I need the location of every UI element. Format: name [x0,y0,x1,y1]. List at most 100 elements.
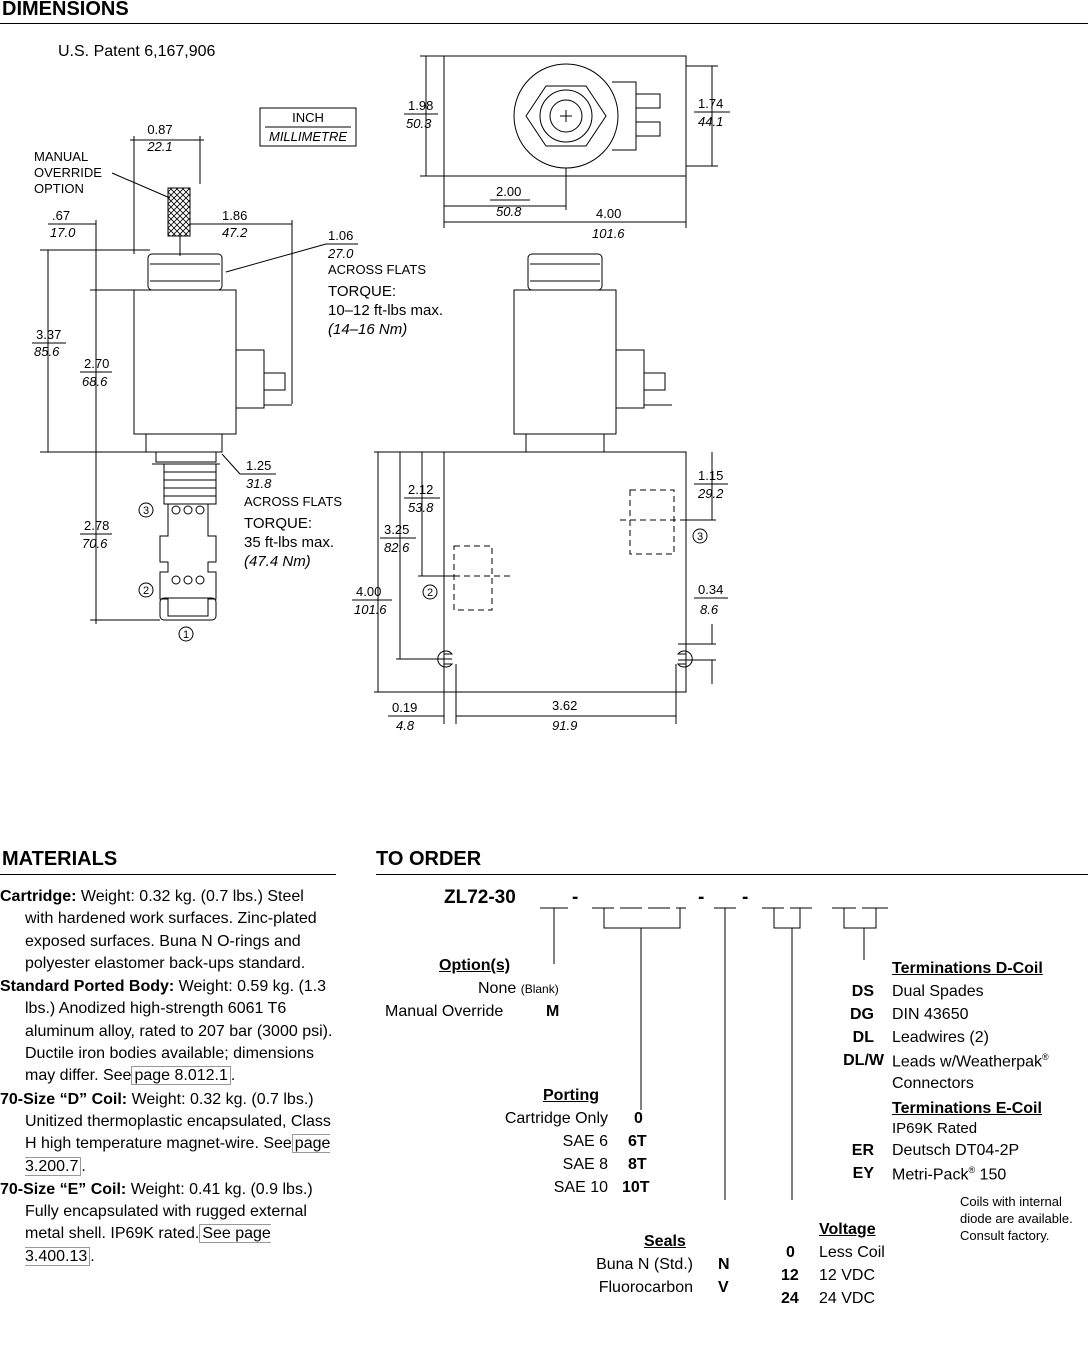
material-d-coil: 70-Size “D” Coil: Weight: 0.32 kg. (0.7 … [0,1090,331,1176]
page-link[interactable]: See page 3.400.13 [25,1224,271,1266]
material-cartridge: Cartridge: Weight: 0.32 kg. (0.7 lbs.) S… [0,886,336,975]
termination-code: DS [851,983,874,1000]
dimension-drawing: U.S. Patent 6,167,906 INCH MILLIMETRE 0.… [32,43,730,733]
patent-text: U.S. Patent 6,167,906 [58,43,216,60]
material-text: Weight: 0.32 kg. (0.7 lbs.) Steel with h… [25,888,317,972]
separator: - [698,887,705,908]
voltage-heading: Voltage [819,1221,876,1238]
divider [0,23,1088,24]
porting-heading: Porting [543,1087,599,1104]
dimensions-title: DIMENSIONS [2,0,129,20]
order-code-diagram [540,907,888,1200]
order-title: TO ORDER [376,848,482,870]
valve-side-view [133,187,292,621]
porting-code: 6T [628,1133,647,1150]
port-marker [692,528,708,544]
page-link[interactable]: page 3.200.7 [25,1134,331,1176]
dim-value: 50.8 [496,204,522,219]
termination-text: Metri-Pack [892,1166,969,1184]
separator: - [572,887,579,908]
termination-label: Leadwires (2) [892,1029,989,1046]
option-none: None [478,980,517,997]
dim-value: 27.0 [327,246,354,261]
dim-value: 0.19 [392,700,417,715]
dim-value: 1.74 [698,96,723,111]
option-label: None (Blank) [478,980,559,998]
dim-note: 35 ft-lbs max. [244,534,334,551]
porting-code: 8T [628,1156,647,1173]
terminations-e-heading: Terminations E-Coil [892,1100,1042,1117]
dim-note: 10–12 ft-lbs max. [328,302,443,319]
dim-value: 29.2 [697,486,724,501]
valve-top-view [443,55,687,177]
dim-note: (14–16 Nm) [328,321,407,338]
registered-mark: ® [968,1165,976,1175]
divider [376,874,1088,875]
dim-value: 1.06 [328,228,353,243]
voltage-code: 24 [781,1290,799,1307]
voltage-code: 0 [786,1244,795,1261]
material-label: 70-Size “E” Coil: [0,1180,127,1198]
termination-label: DIN 43650 [892,1006,969,1023]
material-label: Standard Ported Body: [0,978,175,996]
voltage-label: 12 VDC [819,1267,876,1284]
dim-value: 2.00 [496,184,521,199]
dim-value: 3.37 [36,327,61,342]
termination-label: Leads w/Weatherpak® [892,1052,1049,1071]
port-marker [138,582,154,598]
port-label: 2 [143,585,149,597]
option-code: (Blank) [520,982,559,996]
divider [0,874,336,875]
dim-value: 2.70 [84,356,109,371]
note-line: Consult factory. [960,1228,1050,1243]
dim-note: TORQUE: [328,283,396,300]
dim-value: 2.12 [408,482,433,497]
dim-note: ACROSS FLATS [328,262,426,277]
termination-text: Leads w/Weatherpak [892,1053,1043,1071]
dim-value: 8.6 [700,602,719,617]
dim-value: 70.6 [82,536,108,551]
port-marker [138,502,154,518]
termination-label: Connectors [892,1075,974,1092]
termination-code: EY [852,1165,874,1182]
model-code: ZL72-30 [444,887,516,908]
manual-override-label: OVERRIDE [34,165,102,180]
termination-code: ER [851,1142,874,1159]
material-e-coil: 70-Size “E” Coil: Weight: 0.41 kg. (0.9 … [0,1180,313,1266]
porting-code: 10T [622,1179,650,1196]
seals-heading: Seals [644,1233,686,1250]
voltage-label: Less Coil [819,1244,885,1261]
port-label: 1 [183,629,189,641]
dim-value: 1.98 [408,98,433,113]
dim-value: 68.6 [82,374,108,389]
dim-value: 3.25 [384,522,409,537]
dim-value: 17.0 [50,225,76,240]
manual-override-label: MANUAL [34,149,88,164]
legend-inch: INCH [292,110,324,125]
seal-label: Fluorocarbon [598,1279,693,1296]
seal-label: Buna N (Std.) [596,1256,693,1273]
dim-value: 53.8 [408,500,434,515]
dim-value: 47.2 [222,225,248,240]
dim-value: 101.6 [354,602,387,617]
port-label: 3 [697,531,703,543]
legend-mm: MILLIMETRE [269,129,347,144]
option-label: Manual Override [385,1003,504,1020]
porting-label: SAE 6 [562,1133,608,1150]
material-label: Cartridge: [0,888,77,905]
material-text: Weight: 0.59 kg. (1.3 lbs.) Anodized hig… [25,978,333,1085]
dim-value: 91.9 [552,718,577,733]
termination-label: Dual Spades [892,983,984,1000]
port-label: 2 [427,587,433,599]
dim-value: 4.8 [396,718,415,733]
option-code: M [546,1003,560,1020]
option-heading: Option(s) [439,957,511,974]
dim-value: 31.8 [246,476,272,491]
materials-section: Cartridge: Weight: 0.32 kg. (0.7 lbs.) S… [0,886,336,1269]
port-label: 3 [143,505,149,517]
separator: - [742,887,749,908]
dim-value: 4.00 [596,206,621,221]
unit-legend [259,107,357,147]
page-link[interactable]: page 8.012.1 [131,1066,231,1086]
note-line: diode are available. [960,1211,1073,1226]
